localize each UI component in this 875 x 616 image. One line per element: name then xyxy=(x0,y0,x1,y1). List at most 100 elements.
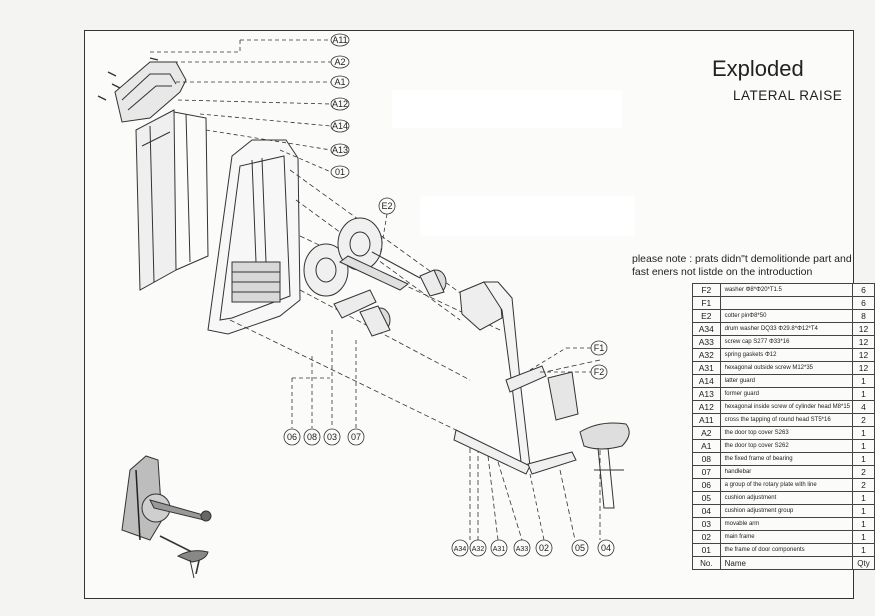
parts-cell-qty: 8 xyxy=(852,309,875,323)
callout-a14: A14 xyxy=(199,113,350,133)
parts-cell-qty: 4 xyxy=(852,400,875,414)
parts-cell-name: movable arm xyxy=(719,517,854,531)
callout-e2: E2 xyxy=(378,197,396,257)
callout-a13: A13 xyxy=(205,129,350,157)
parts-cell-no: 04 xyxy=(692,504,721,518)
callout-a32-label: A32 xyxy=(472,546,485,553)
main-frame xyxy=(453,281,579,475)
handlebars xyxy=(333,269,447,337)
parts-cell-qty: Qty xyxy=(852,556,875,570)
callout-a32: A32 xyxy=(469,539,487,557)
parts-cell-no: 07 xyxy=(692,465,721,479)
parts-cell-name: washer Φ8*Φ20*T1.5 xyxy=(719,283,854,297)
parts-cell-name: main frame xyxy=(719,530,854,544)
parts-cell-no: 05 xyxy=(692,491,721,505)
callout-07: 07 xyxy=(347,340,365,446)
callout-a2-label: A2 xyxy=(334,57,345,67)
callout-f1-label: F1 xyxy=(594,343,605,353)
door-frame xyxy=(207,139,301,335)
callout-a14-label: A14 xyxy=(332,121,348,131)
callout-a11-label: A11 xyxy=(332,35,347,45)
callout-06: 06 xyxy=(283,377,330,446)
parts-cell-qty: 2 xyxy=(852,413,875,427)
parts-cell-no: 08 xyxy=(692,452,721,466)
callout-02: 02 xyxy=(529,473,553,557)
parts-cell-qty: 1 xyxy=(852,517,875,531)
callout-a12-label: A12 xyxy=(332,99,348,109)
drawing-subtitle: LATERAL RAISE xyxy=(733,88,843,103)
parts-cell-name: Name xyxy=(719,556,854,570)
callout-01: 01 xyxy=(279,149,350,179)
parts-cell-qty: 1 xyxy=(852,374,875,388)
rotary-plates xyxy=(303,217,421,297)
parts-cell-no: 06 xyxy=(692,478,721,492)
callout-03-label: 03 xyxy=(327,432,337,442)
parts-cell-qty: 1 xyxy=(852,426,875,440)
callout-f1: F1 xyxy=(529,340,608,371)
parts-cell-name: latter guard xyxy=(719,374,854,388)
callout-a12: A12 xyxy=(177,97,350,111)
parts-cell-no: A34 xyxy=(692,322,721,336)
parts-cell-no: A1 xyxy=(692,439,721,453)
parts-cell-qty: 2 xyxy=(852,478,875,492)
parts-cell-name: the fixed frame of bearing xyxy=(719,452,854,466)
parts-cell-qty: 1 xyxy=(852,491,875,505)
parts-cell-name: handlebar xyxy=(719,465,854,479)
callout-07-label: 07 xyxy=(351,432,361,442)
parts-cell-name: hexagonal inside screw of cylinder head … xyxy=(719,400,854,414)
callouts: A11 A2 A1 A12 A14 A13 xyxy=(150,33,615,557)
parts-cell-no: A32 xyxy=(692,348,721,362)
parts-cell-qty: 1 xyxy=(852,530,875,544)
parts-cell-no: A14 xyxy=(692,374,721,388)
callout-a13-label: A13 xyxy=(332,145,348,155)
parts-cell-qty: 1 xyxy=(852,387,875,401)
callout-f2-label: F2 xyxy=(594,367,605,377)
callout-08-label: 08 xyxy=(307,432,317,442)
callout-08: 08 xyxy=(303,356,321,446)
callout-a31-label: A31 xyxy=(493,546,506,553)
guards xyxy=(135,109,209,291)
parts-cell-qty: 12 xyxy=(852,322,875,336)
parts-cell-qty: 12 xyxy=(852,335,875,349)
parts-cell-qty: 1 xyxy=(852,439,875,453)
parts-cell-qty: 12 xyxy=(852,348,875,362)
callout-05: 05 xyxy=(571,539,589,557)
parts-cell-no: E2 xyxy=(692,309,721,323)
assembly-note: please note : prats didn"t demolitionde … xyxy=(632,253,852,278)
parts-cell-no: A31 xyxy=(692,361,721,375)
callout-a33-label: A33 xyxy=(516,546,529,553)
parts-cell-name: spring gaskets Φ12 xyxy=(719,348,854,362)
callout-02-label: 02 xyxy=(539,543,549,553)
parts-cell-no: 01 xyxy=(692,543,721,557)
parts-cell-qty: 2 xyxy=(852,465,875,479)
fasteners-top xyxy=(97,57,159,101)
parts-cell-name: cotter pinΦ8*50 xyxy=(719,309,854,323)
parts-cell-name: the door top cover S263 xyxy=(719,426,854,440)
callout-a34-label: A34 xyxy=(454,546,467,553)
seat-cushion xyxy=(579,422,630,509)
parts-cell-name xyxy=(719,296,854,310)
callout-a33: A33 xyxy=(513,539,531,557)
callout-e2-label: E2 xyxy=(381,201,392,211)
parts-cell-name: cushion adjustment group xyxy=(719,504,854,518)
parts-cell-name: a group of the rotary plate with line xyxy=(719,478,854,492)
callout-05-label: 05 xyxy=(575,543,585,553)
parts-cell-no: A13 xyxy=(692,387,721,401)
parts-cell-name: cross the tapping of round head ST5*16 xyxy=(719,413,854,427)
parts-cell-name: drum washer DQ33 Φ29.8*Φ12*T4 xyxy=(719,322,854,336)
